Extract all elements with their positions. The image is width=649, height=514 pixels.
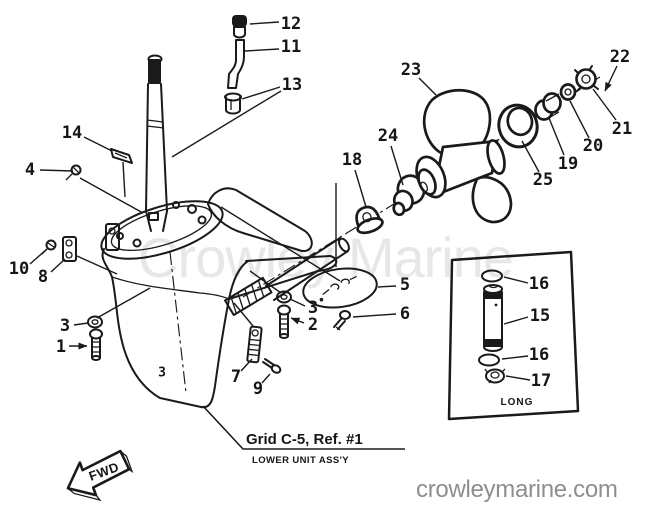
callout-part-3: 3 [60, 316, 89, 336]
washer-3-left [87, 315, 103, 329]
callout-part-23: 23 [401, 60, 437, 96]
inset-size-label: LONG [501, 397, 534, 408]
callout-part-9: 9 [253, 373, 271, 399]
shift-rod-clip [110, 148, 133, 198]
propeller [415, 88, 513, 224]
footer-url: crowleymarine.com [416, 476, 618, 503]
part-number-label: 5 [400, 275, 410, 295]
callout-part-4: 4 [25, 160, 74, 180]
part-number-label: 25 [533, 170, 553, 190]
callout-part-19: 19 [548, 117, 578, 174]
part-number-label: 12 [281, 14, 301, 34]
callout-part-7: 7 [231, 358, 253, 387]
prop-spacer [534, 92, 562, 121]
inset-box: LONG [447, 250, 580, 421]
water-tube-cap [232, 15, 247, 39]
prop-nut [574, 65, 599, 92]
watermark: Crowley Marine [138, 226, 513, 289]
callout-part-24: 24 [378, 126, 404, 186]
prop-hub-ring [497, 103, 539, 149]
callout-part-17: 17 [505, 371, 551, 391]
part-number-label: 21 [612, 119, 632, 139]
part-number-label: 2 [308, 315, 318, 335]
part-number-label: 18 [342, 150, 362, 170]
prop-washer [559, 83, 577, 101]
gearcase-upper-plate [100, 200, 224, 260]
part-number-label: 16 [529, 345, 549, 365]
part-number-label: 8 [38, 267, 48, 287]
grid-ref-label: Grid C-5, Ref. #1 [246, 431, 363, 448]
bolt-1 [89, 328, 103, 361]
driveshaft [145, 54, 168, 232]
part-number-label: 11 [281, 37, 301, 57]
fwd-arrow: FWD [66, 449, 134, 502]
callout-part-16: 16 [501, 345, 549, 365]
part-number-label: 3 [60, 316, 70, 336]
bolt-2 [277, 304, 291, 339]
part-number-label: 13 [282, 75, 302, 95]
callout-part-18: 18 [342, 150, 367, 208]
washer-3-right [276, 290, 292, 304]
part-number-label: 16 [529, 274, 549, 294]
part-number-label: 15 [530, 306, 550, 326]
fwd-label: FWD [87, 459, 121, 484]
callout-part-5: 5 [377, 275, 410, 295]
part-number-label: 3 [158, 366, 166, 381]
part-number-label: 17 [531, 371, 551, 391]
screw-9 [262, 358, 282, 374]
grid-reference: Grid C-5, Ref. #1 LOWER UNIT ASS'Y [202, 405, 405, 466]
part-number-label: 23 [401, 60, 421, 80]
bracket-7 [246, 325, 263, 364]
assembly-label: LOWER UNIT ASS'Y [252, 455, 349, 466]
callout-part-14: 14 [62, 123, 113, 152]
part-number-label: 24 [378, 126, 398, 146]
part-number-label: 19 [558, 154, 578, 174]
callout-part-20: 20 [569, 100, 603, 156]
callout-part-2: 2 [290, 315, 318, 335]
part-number-label: 1 [56, 337, 66, 357]
part-number-label: 9 [253, 379, 263, 399]
upper-casing-cap [207, 187, 313, 253]
callout-part-12: 12 [249, 14, 301, 34]
tab-washer-17 [484, 368, 506, 384]
oring-top [481, 269, 503, 283]
callout-part-21: 21 [592, 88, 632, 139]
callout-part-25: 25 [521, 140, 553, 190]
part-number-label: 3 [308, 298, 318, 318]
part-number-label: 6 [400, 304, 410, 324]
extension-shaft [483, 284, 503, 352]
part-number-label: 20 [583, 136, 603, 156]
screw-4 [65, 164, 144, 214]
part-number-label: 7 [231, 367, 241, 387]
callout-part-13: 13 [171, 75, 302, 158]
callout-part-22: 22 [604, 47, 630, 92]
part-number-label: 14 [62, 123, 82, 143]
part-number-label: 22 [610, 47, 630, 67]
callout-part-10: 10 [9, 248, 48, 279]
part-number-label: 10 [9, 259, 29, 279]
anode-screw-6 [333, 310, 351, 331]
callout-part-15: 15 [503, 306, 550, 326]
water-tube-elbow [227, 39, 245, 89]
bracket-8 [62, 236, 77, 262]
callout-part-16: 16 [503, 274, 549, 294]
callout-part-11: 11 [244, 37, 301, 57]
prop-thrust-washer [355, 205, 384, 235]
callout-part-1: 1 [56, 337, 88, 357]
callout-part-3: 3 [158, 366, 166, 381]
callout-part-6: 6 [352, 304, 410, 324]
oring-bottom [478, 353, 500, 367]
anode-plate [302, 267, 378, 309]
prop-cone [392, 174, 426, 217]
callout-part-3: 3 [289, 298, 318, 318]
plate-studs [105, 201, 207, 251]
part-number-label: 4 [25, 160, 35, 180]
callout-part-8: 8 [38, 258, 66, 287]
water-tube-seal [224, 92, 242, 115]
